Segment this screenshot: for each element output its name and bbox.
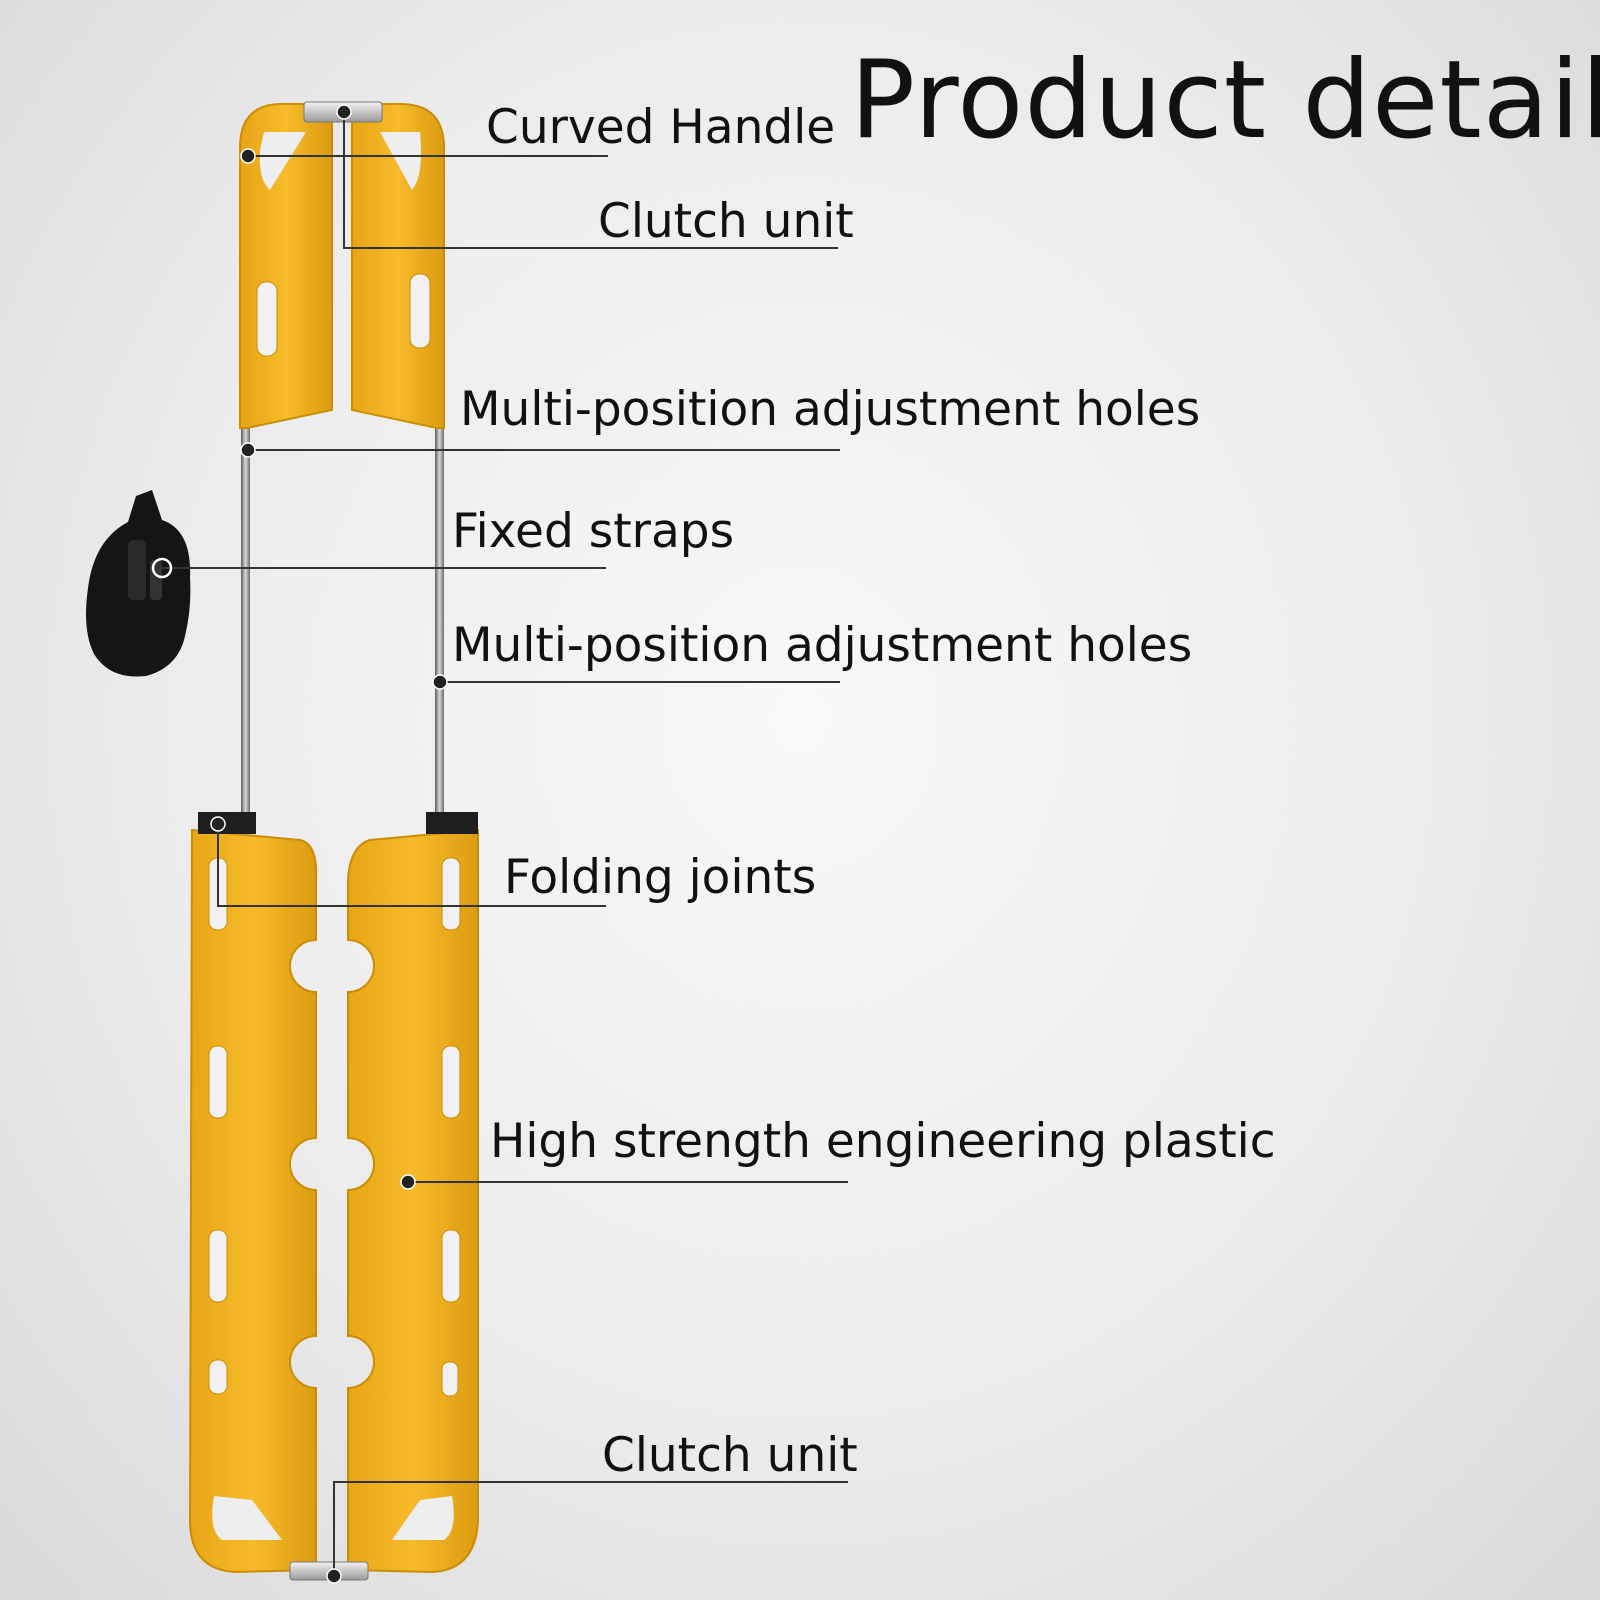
lower-slot-right-2 — [441, 1045, 461, 1119]
lower-slot-right-1 — [441, 857, 461, 931]
joint-block-left — [198, 812, 256, 834]
callout-adjustment-holes-upper: Multi-position adjustment holes — [460, 382, 1201, 437]
joint-block-right — [426, 812, 478, 834]
buckle-strap-icon — [86, 490, 191, 677]
callout-adjustment-holes-lower: Multi-position adjustment holes — [452, 618, 1193, 673]
callout-clutch-unit-bottom: Clutch unit — [602, 1428, 858, 1483]
lower-slot-right-4 — [441, 1361, 459, 1397]
callout-folding-joints: Folding joints — [504, 850, 817, 905]
lower-slot-left-2 — [208, 1045, 228, 1119]
lower-left-panel — [188, 828, 318, 1574]
upper-slot-right — [409, 273, 431, 349]
lower-right-panel — [347, 828, 479, 1574]
callout-clutch-unit-top: Clutch unit — [598, 194, 854, 249]
page-title: Product details — [850, 38, 1600, 163]
callout-dots — [151, 104, 448, 1584]
leader-lines — [162, 112, 848, 1576]
upper-slot-left — [256, 281, 278, 357]
lower-slot-left-4 — [208, 1359, 228, 1395]
foot-cutout-left — [212, 1496, 282, 1540]
lower-slot-right-3 — [441, 1229, 461, 1303]
lower-slot-left-3 — [208, 1229, 228, 1303]
right-rod — [435, 428, 444, 818]
callout-curved-handle: Curved Handle — [486, 100, 836, 155]
callout-engineering-plastic: High strength engineering plastic — [490, 1114, 1276, 1169]
foot-cutout-right — [392, 1496, 454, 1540]
callout-fixed-straps: Fixed straps — [452, 504, 735, 559]
handle-cutout-right — [380, 132, 421, 190]
left-rod — [241, 428, 250, 818]
handle-cutout-left — [259, 132, 306, 190]
